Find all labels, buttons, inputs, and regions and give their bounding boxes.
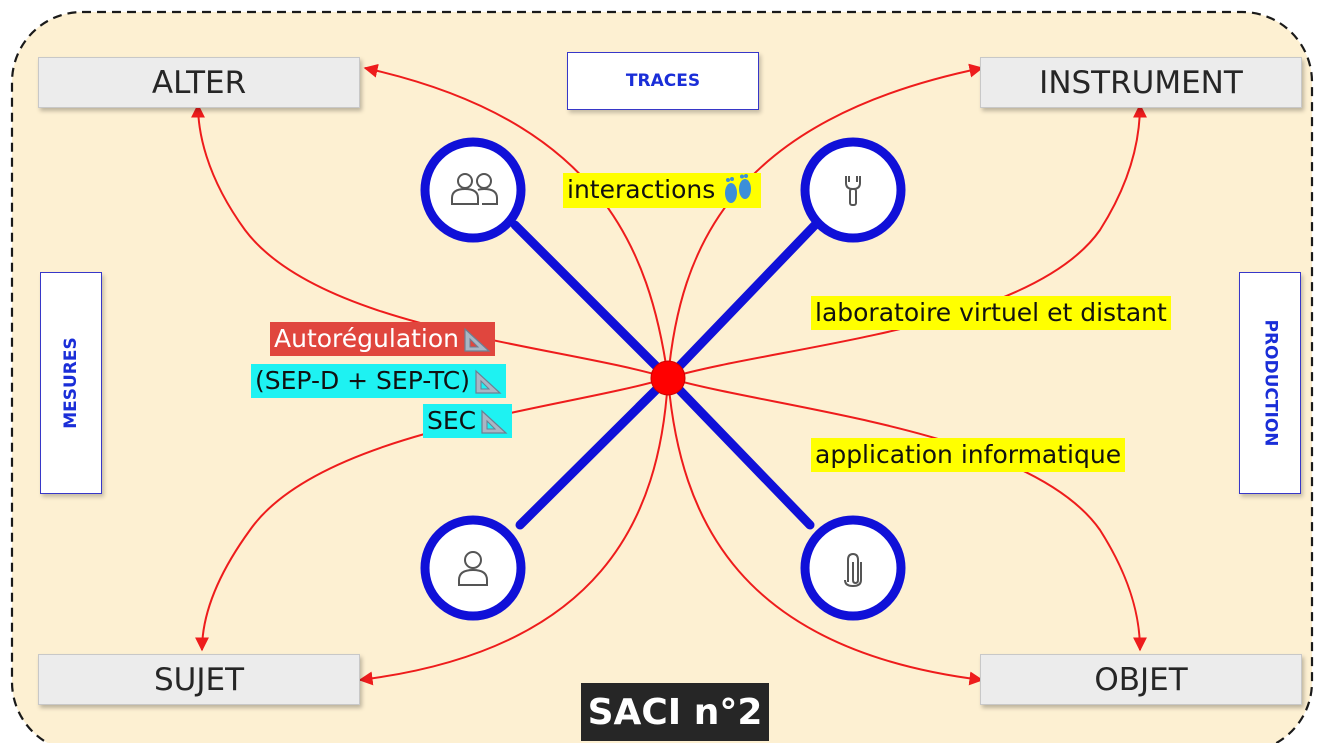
arrow-center-to-objet-right bbox=[667, 377, 1147, 652]
node-objet bbox=[800, 515, 906, 621]
triangle-ruler-icon bbox=[464, 327, 491, 352]
label-sep-text: (SEP-D + SEP-TC) bbox=[255, 366, 470, 395]
wrench-icon bbox=[845, 176, 861, 206]
pole-instrument: INSTRUMENT bbox=[980, 57, 1302, 108]
pole-alter: ALTER bbox=[38, 57, 360, 108]
label-autoregulation: Autorégulation bbox=[270, 322, 496, 356]
label-laboratoire: laboratoire virtuel et distant bbox=[811, 296, 1171, 330]
label-autoregulation-text: Autorégulation bbox=[274, 324, 460, 353]
arrow-center-to-instrument-right bbox=[667, 103, 1147, 379]
pole-sujet: SUJET bbox=[38, 654, 360, 705]
pole-objet: OBJET bbox=[980, 654, 1302, 705]
arrow-center-to-alter-left bbox=[191, 103, 669, 379]
dimension-mesures: MESURES bbox=[40, 272, 102, 494]
dimension-mesures-label: MESURES bbox=[61, 337, 81, 429]
dimension-traces: TRACES bbox=[567, 52, 759, 110]
node-sujet bbox=[420, 515, 526, 621]
spoke-sujet bbox=[515, 373, 673, 530]
label-sec-text: SEC bbox=[427, 406, 477, 435]
label-sep: (SEP-D + SEP-TC) bbox=[251, 364, 506, 398]
label-sec: SEC bbox=[423, 404, 513, 438]
label-application: application informatique bbox=[811, 438, 1126, 472]
people-icon bbox=[451, 173, 498, 205]
spoke-instrument bbox=[663, 220, 820, 383]
dimension-production: PRODUCTION bbox=[1239, 272, 1301, 494]
node-alter bbox=[420, 137, 526, 243]
node-instrument bbox=[800, 137, 906, 243]
spoke-alter bbox=[510, 220, 673, 383]
paperclip-icon bbox=[844, 552, 862, 588]
person-icon bbox=[458, 551, 488, 586]
triangle-ruler-icon bbox=[475, 369, 502, 394]
label-interactions-text: interactions bbox=[567, 175, 716, 204]
label-interactions: interactions bbox=[563, 173, 762, 208]
footprints-icon bbox=[725, 174, 752, 203]
center-dot bbox=[650, 360, 686, 396]
triangle-ruler-icon bbox=[481, 409, 508, 434]
dimension-production-label: PRODUCTION bbox=[1260, 319, 1280, 447]
spoke-objet bbox=[663, 373, 815, 530]
spokes bbox=[510, 220, 820, 530]
arrow-center-to-sujet-bottom bbox=[358, 377, 669, 686]
arrow-center-to-objet-bottom bbox=[667, 377, 984, 686]
arrow-center-to-sujet-left bbox=[195, 377, 669, 652]
diagram-title: SACI n°2 bbox=[581, 683, 769, 741]
